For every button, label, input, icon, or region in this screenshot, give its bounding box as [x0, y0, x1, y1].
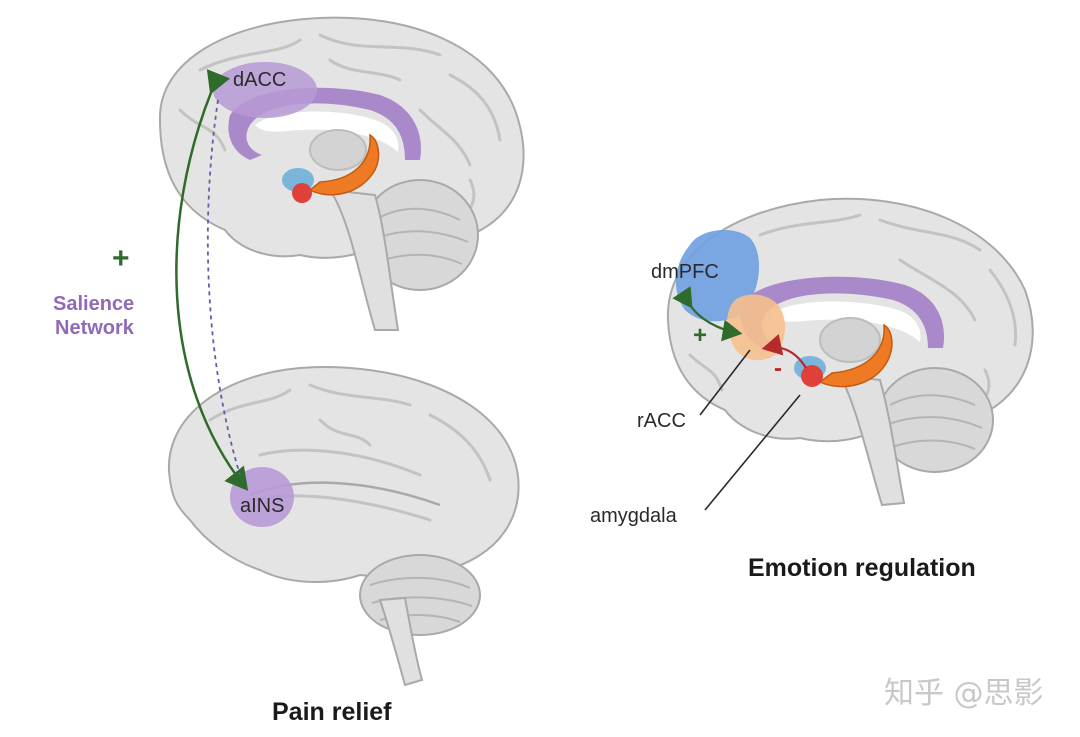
salience-plus-sign: + [112, 242, 130, 275]
salience-connections: + Salience Network [53, 69, 249, 491]
thalamus-right [819, 317, 881, 363]
amygdala-minus-sign: - [774, 355, 782, 382]
dacc-label: dACC [233, 69, 286, 91]
brain-lateral-bottom: aINS [167, 366, 520, 687]
corpus-callosum-right [739, 276, 945, 350]
racc-label: rACC [637, 410, 686, 432]
brainstem-bottom [378, 596, 424, 687]
ventricle-top [255, 111, 399, 152]
pain-relief-title: Pain relief [272, 698, 392, 726]
brain-medial-right: + - dmPFC rACC amygdala [590, 197, 1034, 527]
dmpfc-plus-sign: + [693, 322, 707, 349]
racc-leader-line [699, 349, 751, 416]
hippocampus-right [818, 323, 893, 388]
amygdala-label: amygdala [590, 505, 678, 527]
salience-arrow-dashed [206, 99, 241, 476]
ventricle-right [770, 301, 921, 342]
salience-arrow-solid [175, 69, 249, 491]
amygdala-top [292, 183, 312, 203]
salience-label-line1: Salience [53, 293, 134, 315]
amygdala-leader-line [704, 394, 801, 511]
salience-label-line2: Network [55, 317, 135, 339]
watermark-text: 知乎 @思影 [884, 676, 1044, 711]
cortex-lateral-bottom [167, 366, 520, 583]
thalamus-top [309, 129, 367, 171]
cerebellum-folds-right [885, 394, 983, 450]
brain-medial-top: dACC [158, 16, 525, 331]
brainstem-right [838, 373, 906, 507]
emotion-regulation-title: Emotion regulation [748, 554, 976, 582]
dmpfc-racc-arrow [672, 286, 743, 342]
cerebellum-bottom [359, 554, 481, 636]
hippocampus-top [308, 133, 380, 196]
dmpfc-label: dmPFC [651, 261, 719, 283]
gyri-bottom [208, 383, 492, 522]
gyri-top [178, 33, 502, 227]
brainstem-top [327, 188, 400, 331]
amygdala-racc-arrow [761, 334, 807, 369]
amygdala-right [801, 365, 823, 387]
ains-label: aINS [240, 495, 284, 517]
